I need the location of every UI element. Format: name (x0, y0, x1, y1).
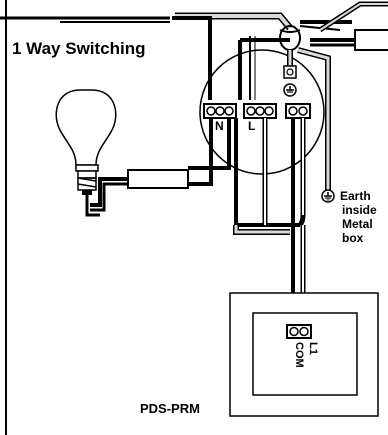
ceiling-rose (199, 49, 325, 175)
screw-terminal-icon (298, 106, 308, 116)
screw-terminal-icon (246, 106, 256, 116)
switch-model-label: PDS-PRM (140, 401, 200, 416)
terminal-block-switch (285, 103, 311, 119)
incoming-cable (0, 12, 293, 31)
outgoing-cable (299, 1, 388, 51)
terminal-block-switch-plate (286, 324, 312, 339)
screw-terminal-icon (289, 326, 299, 337)
screw-terminal-icon (224, 106, 234, 116)
screw-terminal-icon (215, 106, 225, 116)
light-bulb-icon (55, 89, 117, 217)
earth-label-line4: box (342, 231, 364, 245)
terminal-label-com: COM (293, 342, 305, 368)
rose-wiring (172, 16, 301, 100)
terminal-label-l: L (248, 119, 255, 133)
terminal-block-neutral (203, 103, 237, 119)
earth-wire (297, 47, 331, 190)
diagram-title: 1 Way Switching (12, 39, 146, 58)
earth-symbol-icon (283, 83, 297, 97)
earth-symbol-icon (321, 189, 335, 203)
earth-label-line1: Earth (340, 189, 371, 203)
screw-terminal-icon (288, 106, 298, 116)
screw-terminal-icon (255, 106, 265, 116)
screw-terminal-icon (299, 326, 309, 337)
terminal-label-l1: L1 (307, 342, 319, 355)
screw-terminal-icon (264, 106, 274, 116)
lamp-wiring (188, 118, 306, 227)
wire-connector-icon (90, 169, 189, 212)
screw-terminal-icon (206, 106, 216, 116)
earth-label-line2: inside (342, 203, 377, 217)
terminal-block-live (243, 103, 277, 119)
terminal-label-n: N (215, 119, 224, 133)
earth-label-line3: Metal (342, 217, 373, 231)
